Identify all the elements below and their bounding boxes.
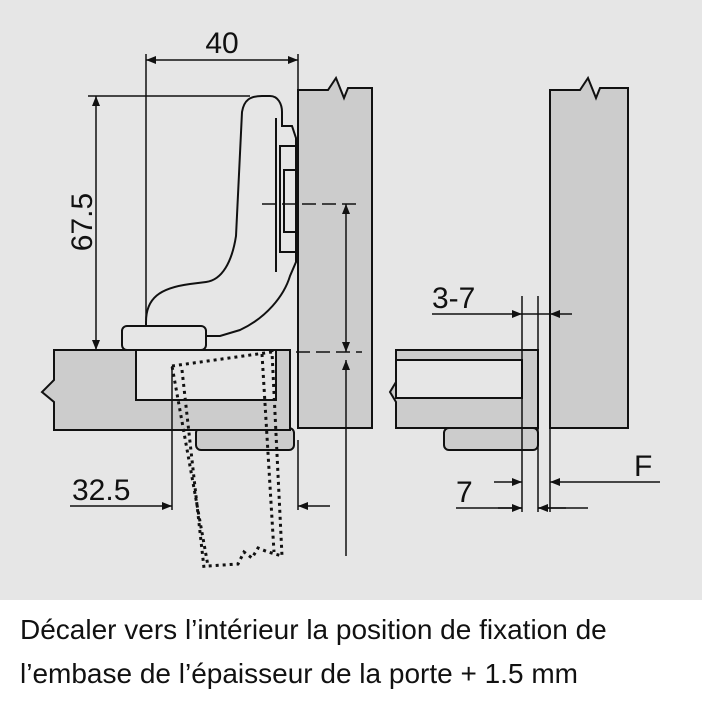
dim-7-label: 7	[456, 476, 473, 509]
dim-40-label: 40	[205, 27, 238, 60]
right-cabinet-side-panel	[549, 75, 629, 429]
left-hinge-cup-base	[121, 325, 207, 351]
dim-f-label: F	[634, 450, 652, 483]
left-mounting-plate	[195, 427, 295, 451]
left-cup-recess	[135, 349, 277, 401]
diagram-area: 40 67.5 32.5	[0, 0, 702, 600]
dim-67-5-label: 67.5	[66, 193, 99, 251]
left-door-open-dotted	[170, 350, 284, 568]
left-cup-open-dotted	[180, 353, 276, 569]
dim-3-7-extension-lines	[521, 296, 539, 512]
dim-67-5-extension-lines	[88, 95, 250, 351]
left-hinge-arm	[145, 95, 297, 337]
caption-line-1: Décaler vers l’intérieur la position de …	[20, 614, 607, 645]
right-door-recess	[395, 359, 523, 399]
caption: Décaler vers l’intérieur la position de …	[20, 608, 696, 696]
right-mounting-plate	[443, 427, 539, 451]
caption-line-2: l’embase de l’épaisseur de la porte + 1.…	[20, 658, 578, 689]
dim-32-5-label: 32.5	[72, 474, 130, 507]
hinge-technical-drawing: 40 67.5 32.5	[40, 27, 660, 569]
dim-32-5-extension-lines	[171, 366, 299, 510]
dim-3-7-label: 3-7	[432, 282, 475, 315]
left-cabinet-side-panel	[297, 75, 373, 429]
left-hinge-detail	[275, 118, 297, 272]
